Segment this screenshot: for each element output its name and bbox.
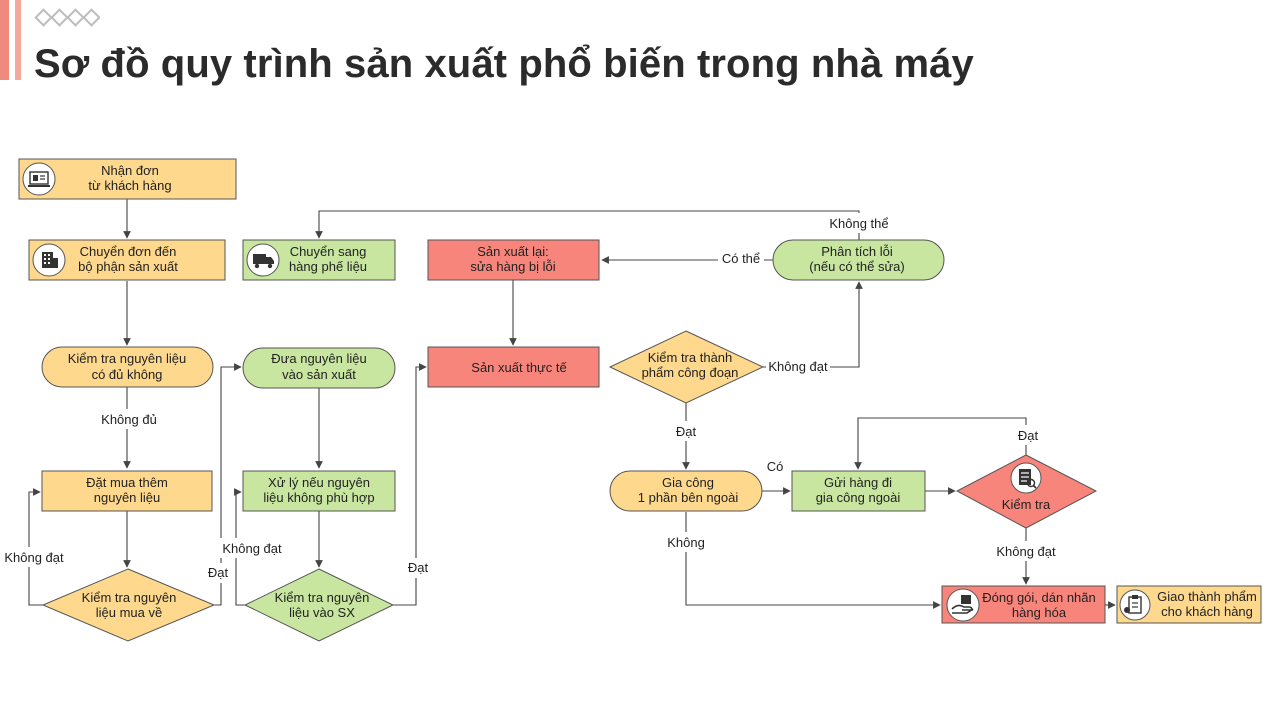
node-xu-ly — [242, 470, 396, 512]
node-dua-vao-sx-line-1: Đưa nguyên liệu — [271, 351, 366, 366]
node-phan-tich-loi-line-1: Phân tích lỗi — [821, 244, 893, 259]
edge-n13-n6 — [315, 210, 860, 240]
node-gia-cong-line-1: Gia công — [662, 475, 714, 490]
label-co: Có — [767, 459, 784, 474]
node-dong-goi-line-2: hàng hóa — [1012, 605, 1067, 620]
label-khong-dat-bottom: Không đạt — [996, 544, 1056, 559]
node-san-xuat-lai-line-1: Sản xuất lại: — [477, 244, 549, 259]
node-phe-lieu-line-2: hàng phế liệu — [289, 259, 367, 274]
label-co-the: Có thể — [722, 251, 760, 266]
edge-n14-n17 — [685, 512, 941, 609]
node-xu-ly-line-1: Xử lý nếu nguyên — [268, 475, 370, 490]
node-san-xuat-lai-line-2: sửa hàng bị lỗi — [470, 259, 555, 274]
node-kiem-tra-nguyen-lieu — [41, 346, 214, 388]
label-khong-du: Không đủ — [101, 412, 157, 427]
node-kiem-tra-nguyen-lieu-line-1: Kiểm tra nguyên liệu — [68, 351, 187, 366]
node-san-xuat-thuc-te — [427, 346, 600, 388]
edge-n12-n13 — [763, 281, 863, 368]
monitor-icon — [22, 162, 56, 196]
node-gui-hang — [791, 470, 926, 512]
node-kiem-tra-thanh-pham — [608, 330, 765, 404]
node-nhan-don-line-1: Nhận đơn — [101, 163, 159, 178]
truck-icon — [246, 243, 280, 277]
node-kiem-tra-vao-sx-line-2: liệu vào SX — [289, 605, 355, 620]
label-dat-1: Đạt — [208, 565, 229, 580]
node-gia-cong-line-2: 1 phần bên ngoài — [638, 490, 739, 505]
node-dat-mua-line-1: Đặt mua thêm — [86, 475, 168, 490]
brand-logo-icon — [34, 8, 100, 27]
node-san-xuat-thuc-te-line-1: Sản xuất thực tế — [471, 360, 567, 375]
node-kiem-tra-mua-ve-line-1: Kiểm tra nguyên — [82, 590, 177, 605]
node-kiem-tra-vao-sx-line-1: Kiểm tra nguyên — [275, 590, 370, 605]
node-xu-ly-line-2: liệu không phù hợp — [263, 490, 374, 505]
edge-n9-n11 — [393, 363, 427, 606]
node-chuyen-don-line-2: bộ phận sản xuất — [78, 259, 178, 274]
label-dat-2: Đạt — [408, 560, 429, 575]
clipboard-icon — [1119, 589, 1151, 621]
node-dat-mua — [41, 470, 213, 512]
node-kiem-tra-mua-ve — [41, 568, 216, 642]
label-khong-dat-right: Không đạt — [768, 359, 828, 374]
node-phan-tich-loi-line-2: (nếu có thể sửa) — [809, 259, 904, 274]
node-kiem-tra-line-1: Kiểm tra — [1002, 497, 1051, 512]
node-dua-vao-sx-line-2: vào sản xuất — [282, 367, 356, 382]
checklist-icon — [1010, 462, 1042, 494]
label-dat-4: Đạt — [1018, 428, 1039, 443]
node-gia-cong — [609, 470, 763, 512]
node-chuyen-don-line-1: Chuyển đơn đến — [80, 244, 177, 259]
label-khong-dat-mid: Không đạt — [222, 541, 282, 556]
label-khong: Không — [667, 535, 705, 550]
accent-bar-inner — [15, 0, 21, 80]
edge-n5-n7 — [214, 363, 242, 606]
label-khong-dat-left: Không đạt — [4, 550, 64, 565]
node-dat-mua-line-2: nguyên liệu — [94, 490, 161, 505]
node-gui-hang-line-2: gia công ngoài — [816, 490, 901, 505]
node-kiem-tra-thanh-pham-line-1: Kiểm tra thành — [648, 350, 733, 365]
node-dua-vao-sx — [242, 347, 396, 389]
node-kiem-tra-mua-ve-line-2: liệu mua về — [96, 605, 162, 620]
node-phe-lieu-line-1: Chuyển sang — [290, 244, 367, 259]
building-icon — [32, 243, 66, 277]
node-phan-tich-loi — [772, 239, 945, 281]
node-gui-hang-line-1: Gửi hàng đi — [824, 475, 892, 490]
label-dat-3: Đạt — [676, 424, 697, 439]
node-dong-goi-line-1: Đóng gói, dán nhãn — [982, 590, 1095, 605]
node-giao-thanh-pham-line-2: cho khách hàng — [1161, 604, 1253, 619]
node-kiem-tra-nguyen-lieu-line-2: có đủ không — [92, 367, 163, 382]
node-nhan-don-line-2: từ khách hàng — [88, 178, 171, 193]
accent-bar-left — [0, 0, 9, 80]
package-hand-icon — [946, 588, 980, 622]
page-title: Sơ đồ quy trình sản xuất phổ biến trong … — [34, 42, 974, 86]
node-san-xuat-lai — [427, 239, 600, 281]
edge-n16-n15-retry — [854, 417, 1027, 470]
node-kiem-tra-vao-sx — [243, 568, 395, 642]
node-giao-thanh-pham-line-1: Giao thành phẩm — [1157, 589, 1257, 604]
label-khong-the: Không thể — [829, 216, 888, 231]
node-kiem-tra-thanh-pham-line-2: phẩm công đoạn — [642, 365, 739, 380]
